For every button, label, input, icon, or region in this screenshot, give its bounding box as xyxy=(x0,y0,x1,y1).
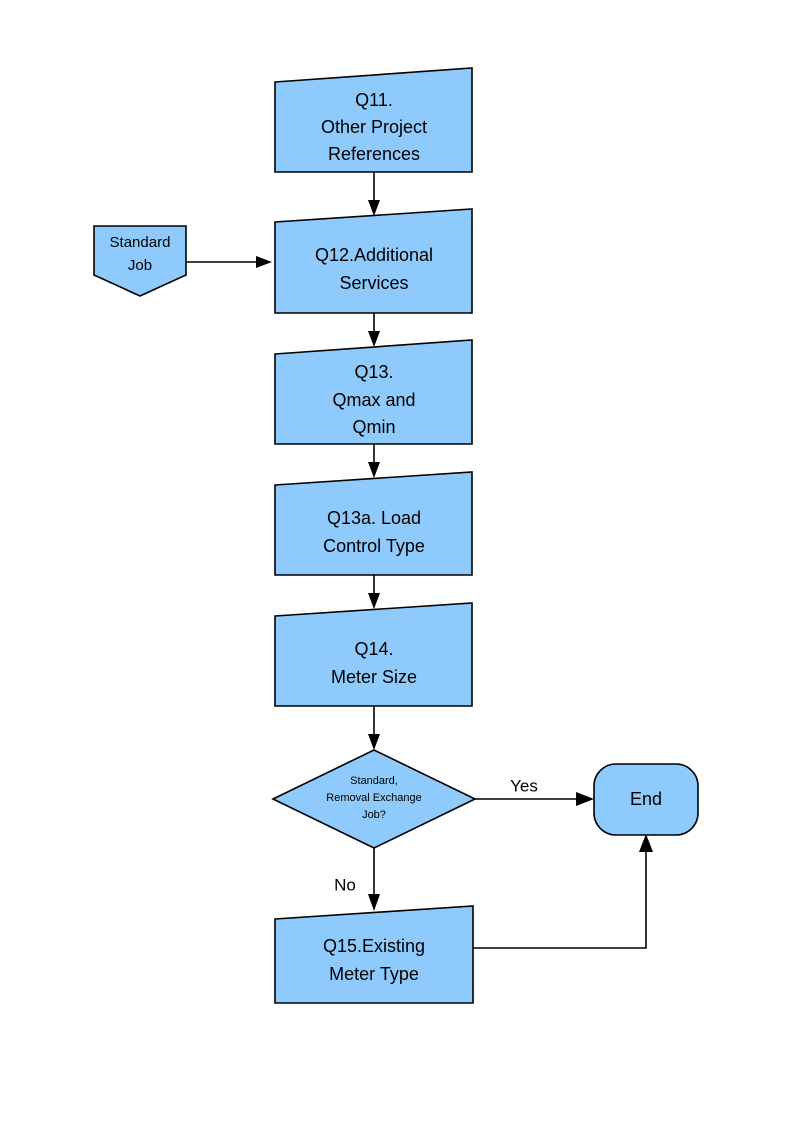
edge-q12-q13 xyxy=(368,313,380,347)
edge-label-no: No xyxy=(334,875,356,894)
node-q11[interactable]: Q11. Other Project References xyxy=(274,67,473,173)
node-decision[interactable]: Standard, Removal Exchange Job? xyxy=(271,749,477,849)
node-q15-line-2: Meter Type xyxy=(329,964,419,984)
node-standard-job-line-2: Job xyxy=(128,257,152,274)
node-q12-line-2: Services xyxy=(339,273,408,293)
node-decision-shape[interactable] xyxy=(271,749,477,849)
edge-label-yes: Yes xyxy=(510,776,538,795)
node-q13a-line-2: Control Type xyxy=(323,536,425,556)
edge-decision-end: Yes xyxy=(475,776,594,806)
arrow-head-icon xyxy=(368,593,380,609)
node-q14-shape[interactable] xyxy=(274,602,473,707)
edge-decision-q15: No xyxy=(334,848,380,911)
arrow-head-icon xyxy=(368,894,380,911)
node-q13-shape[interactable] xyxy=(274,339,473,445)
node-standard-job-shape[interactable] xyxy=(93,225,187,297)
node-q14[interactable]: Q14. Meter Size xyxy=(274,602,473,707)
node-end-shape[interactable] xyxy=(593,763,699,836)
edge-line xyxy=(473,848,647,949)
node-q15-shape[interactable] xyxy=(274,905,474,1004)
node-q13[interactable]: Q13. Qmax and Qmin xyxy=(274,339,473,445)
edge-q14-decision xyxy=(368,706,380,750)
node-q15-line-1: Q15.Existing xyxy=(323,936,425,956)
node-q13a[interactable]: Q13a. Load Control Type xyxy=(274,471,473,576)
edge-standardjob-q12 xyxy=(186,256,272,268)
node-q12-shape[interactable] xyxy=(274,208,473,314)
node-q13-line-3: Qmin xyxy=(352,417,395,437)
arrow-head-icon xyxy=(368,200,380,216)
node-q11-line-2: Other Project xyxy=(321,117,427,137)
node-q15[interactable]: Q15.Existing Meter Type xyxy=(274,905,474,1004)
node-q14-line-1: Q14. xyxy=(354,639,393,659)
arrow-head-icon xyxy=(576,792,594,806)
node-q12[interactable]: Q12.Additional Services xyxy=(274,208,473,314)
arrow-head-icon xyxy=(368,734,380,750)
node-q14-line-2: Meter Size xyxy=(331,667,417,687)
node-decision-line-3: Job? xyxy=(362,809,386,821)
arrow-head-icon xyxy=(256,256,272,268)
node-standard-job-line-1: Standard xyxy=(110,234,171,251)
node-q13a-line-1: Q13a. Load xyxy=(327,508,421,528)
edge-q13-q13a xyxy=(368,444,380,478)
node-decision-line-2: Removal Exchange xyxy=(326,792,421,804)
node-decision-line-1: Standard, xyxy=(350,775,398,787)
node-q13-line-2: Qmax and xyxy=(332,390,415,410)
node-q11-line-1: Q11. xyxy=(355,90,393,110)
edge-q13a-q14 xyxy=(368,575,380,609)
edge-q15-end xyxy=(473,834,653,949)
node-end[interactable]: End xyxy=(593,763,699,836)
arrow-head-icon xyxy=(368,331,380,347)
node-q11-shape[interactable] xyxy=(274,67,473,173)
edge-q11-q12 xyxy=(368,172,380,216)
node-q11-line-3: References xyxy=(328,144,420,164)
node-q13-line-1: Q13. xyxy=(354,362,393,382)
node-q12-line-1: Q12.Additional xyxy=(315,245,433,265)
arrow-head-icon xyxy=(639,834,653,852)
node-end-label: End xyxy=(630,789,662,809)
node-q13a-shape[interactable] xyxy=(274,471,473,576)
arrow-head-icon xyxy=(368,462,380,478)
node-standard-job[interactable]: Standard Job xyxy=(93,225,187,297)
